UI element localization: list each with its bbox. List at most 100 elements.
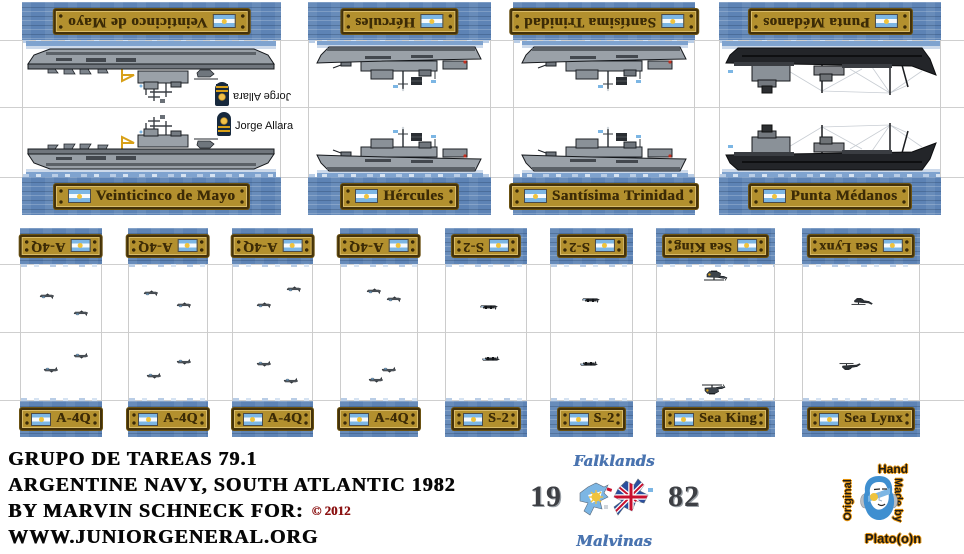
destroyer-silhouette-icon bbox=[315, 41, 485, 93]
argentina-flag-icon bbox=[31, 412, 52, 426]
argentina-flag-icon bbox=[762, 189, 786, 203]
water-band: Veinticinco de Mayo bbox=[22, 177, 281, 215]
aircraft-name: A-4Q bbox=[374, 411, 409, 426]
skyhawk-icon bbox=[283, 377, 299, 384]
argentina-flag-icon bbox=[673, 412, 694, 426]
ship-name: Santísima Trinidad bbox=[523, 13, 657, 30]
skyhawk-icon bbox=[43, 366, 59, 373]
skyhawk-icon bbox=[366, 288, 382, 295]
destroyer-silhouette-icon bbox=[520, 125, 690, 177]
argentina-flag-icon bbox=[388, 239, 409, 253]
destroyer-silhouette-icon bbox=[520, 41, 690, 93]
aircraft-name-plate-bottom: Sea Lynx bbox=[808, 408, 914, 430]
ship-name: Punta Médanos bbox=[762, 13, 870, 30]
aircraft-name: Sea King bbox=[673, 239, 733, 254]
aircraft-card-s2-1: S-2 S-2 bbox=[445, 228, 527, 437]
skyhawk-icon bbox=[381, 366, 397, 373]
ship-card-punta-medanos: Punta Médanos Punta Médanos bbox=[719, 2, 941, 215]
skyhawk-icon bbox=[386, 296, 402, 303]
year-82: 82 bbox=[668, 480, 700, 513]
tanker-silhouette-icon bbox=[722, 41, 940, 99]
sea-king-icon bbox=[703, 269, 729, 282]
water-band: Santísima Trinidad bbox=[509, 177, 699, 215]
argentina-flag-icon bbox=[882, 239, 903, 253]
argentina-flag-icon bbox=[242, 412, 263, 426]
aircraft-name: A-4Q bbox=[242, 239, 278, 254]
cut-zone bbox=[20, 264, 102, 401]
argentina-flag-icon bbox=[568, 412, 589, 426]
ship-name: Santísima Trinidad bbox=[551, 187, 685, 204]
original-label: Original bbox=[842, 479, 854, 521]
skyhawk-icon bbox=[73, 352, 89, 359]
ship-name-plate-bottom: Santísima Trinidad bbox=[509, 183, 699, 209]
tracker-icon bbox=[479, 303, 499, 311]
aircraft-name-plate-bottom: S-2 bbox=[557, 408, 626, 430]
water-band: Santísima Trinidad bbox=[509, 2, 699, 40]
skyhawk-icon bbox=[176, 358, 192, 365]
cut-zone bbox=[340, 264, 418, 401]
skyhawk-icon bbox=[73, 310, 89, 317]
ship-name: Hércules bbox=[383, 187, 444, 204]
argentina-flag-icon bbox=[212, 14, 236, 28]
aircraft-name: Sea Lynx bbox=[819, 239, 878, 254]
commander-name: Jorge Allara bbox=[233, 90, 292, 102]
argentina-flag-icon bbox=[355, 189, 379, 203]
water-band: Punta Médanos bbox=[719, 177, 941, 215]
tracker-icon bbox=[579, 360, 599, 368]
argentina-flag-icon bbox=[819, 412, 840, 426]
ship-card-veinticinco-de-mayo: Veinticinco de Mayo Jorge Allara Jorge A… bbox=[22, 2, 293, 215]
skyhawk-icon bbox=[368, 376, 384, 383]
argentina-flag-icon bbox=[349, 412, 370, 426]
ship-name-plate-top: Santísima Trinidad bbox=[509, 8, 699, 34]
sea-lynx-icon bbox=[839, 362, 861, 371]
cut-zone bbox=[232, 264, 313, 401]
ship-name-plate-bottom: Punta Médanos bbox=[748, 183, 912, 209]
argentina-flag-icon bbox=[420, 14, 444, 28]
aircraft-name: S-2 bbox=[463, 239, 484, 254]
cut-zone bbox=[308, 40, 491, 177]
aircraft-card-a4q-1: A-4Q A-4Q bbox=[20, 228, 102, 437]
aircraft-name-plate-top: A-4Q bbox=[20, 235, 102, 257]
aircraft-card-a4q-4: A-4Q A-4Q bbox=[338, 228, 420, 437]
aircraft-card-a4q-2: A-4Q A-4Q bbox=[127, 228, 209, 437]
sea-lynx-icon bbox=[851, 297, 873, 306]
fold-line bbox=[0, 107, 964, 108]
aircraft-name-plate-top: A-4Q bbox=[338, 235, 420, 257]
destroyer-silhouette-icon bbox=[315, 125, 485, 177]
falklands-1982-logo: Falklands 19 82 Malvinas bbox=[528, 452, 700, 550]
falklands-map-icon bbox=[574, 475, 658, 525]
platoon-label: Plato(o)n bbox=[864, 531, 922, 546]
aircraft-name: A-4Q bbox=[31, 239, 66, 254]
platoon-face-icon bbox=[860, 474, 898, 522]
aircraft-name: Sea King bbox=[698, 411, 758, 426]
ship-name: Veinticinco de Mayo bbox=[67, 13, 208, 30]
aircraft-name: A-4Q bbox=[267, 411, 303, 426]
ship-name-plate-top: Punta Médanos bbox=[748, 8, 912, 34]
ship-name: Hércules bbox=[355, 13, 416, 30]
argentina-flag-icon bbox=[661, 14, 685, 28]
cut-zone bbox=[128, 264, 208, 401]
aircraft-name-plate-bottom: A-4Q bbox=[231, 408, 314, 430]
ship-name-plate-bottom: Hércules bbox=[341, 183, 458, 209]
aircraft-name-plate-top: Sea Lynx bbox=[808, 235, 914, 257]
cut-zone bbox=[513, 40, 695, 177]
skyhawk-icon bbox=[286, 286, 302, 293]
aircraft-name: S-2 bbox=[593, 411, 615, 426]
skyhawk-icon bbox=[143, 290, 159, 297]
skyhawk-icon bbox=[39, 293, 55, 300]
aircraft-name-plate-bottom: S-2 bbox=[452, 408, 520, 430]
officer-figure-icon bbox=[217, 112, 231, 136]
aircraft-name-plate-bottom: A-4Q bbox=[127, 408, 209, 430]
ship-name-plate-bottom: Veinticinco de Mayo bbox=[53, 183, 250, 209]
skyhawk-icon bbox=[176, 302, 192, 309]
tanker-silhouette-icon bbox=[722, 119, 940, 177]
argentina-flag-icon bbox=[874, 14, 898, 28]
fold-line bbox=[0, 332, 964, 333]
officer-figure-icon bbox=[215, 82, 229, 106]
aircraft-name: A-4Q bbox=[163, 411, 198, 426]
cut-zone bbox=[445, 264, 527, 401]
tracker-icon bbox=[581, 296, 601, 304]
copyright: © 2012 bbox=[311, 503, 351, 518]
aircraft-card-sea-king: Sea King Sea King bbox=[656, 228, 775, 437]
water-band: Hércules bbox=[308, 2, 491, 40]
